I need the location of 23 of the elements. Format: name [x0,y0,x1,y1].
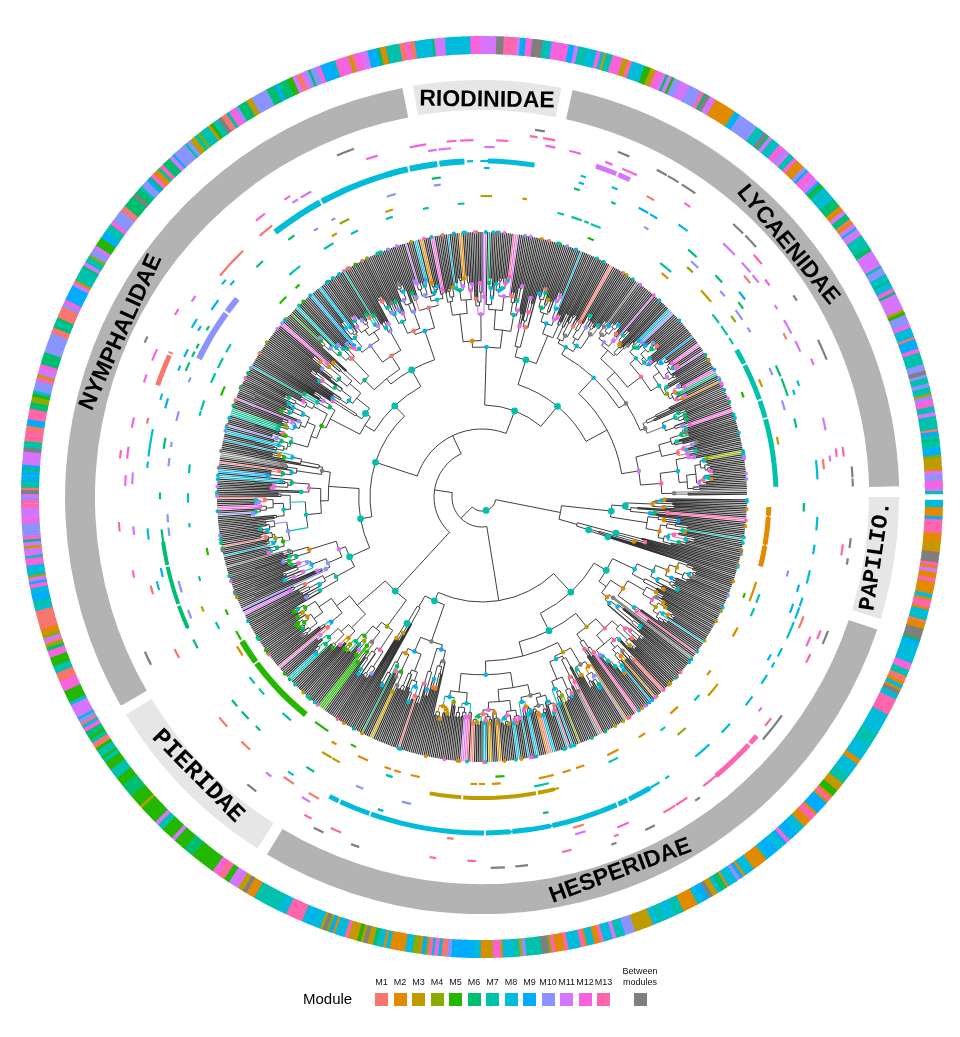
family-band [267,619,878,914]
legend-title: Module [303,990,353,1007]
legend-label: M6 [467,976,481,988]
legend-label: Between modules [621,965,659,988]
legend-label: M12 [576,976,594,988]
family-band [565,89,899,487]
legend-label: M2 [393,976,407,988]
legend-label: M13 [594,976,613,988]
legend-label: M9 [523,976,536,988]
family-label: RIODINIDAE [419,86,556,112]
legend-label: M8 [504,976,518,988]
legend-label: M10 [539,976,557,988]
legend-label: M5 [449,976,462,988]
family-band [126,699,275,849]
legend-label: M11 [558,976,575,988]
legend-label: M1 [375,976,388,988]
family-label: PAPILIO. [856,499,896,613]
family-band [65,87,409,706]
legend-label: M3 [412,976,425,988]
legend-label: M7 [486,976,499,988]
legend-label: M4 [430,976,444,988]
family-band [413,80,562,118]
family-band [852,497,899,619]
